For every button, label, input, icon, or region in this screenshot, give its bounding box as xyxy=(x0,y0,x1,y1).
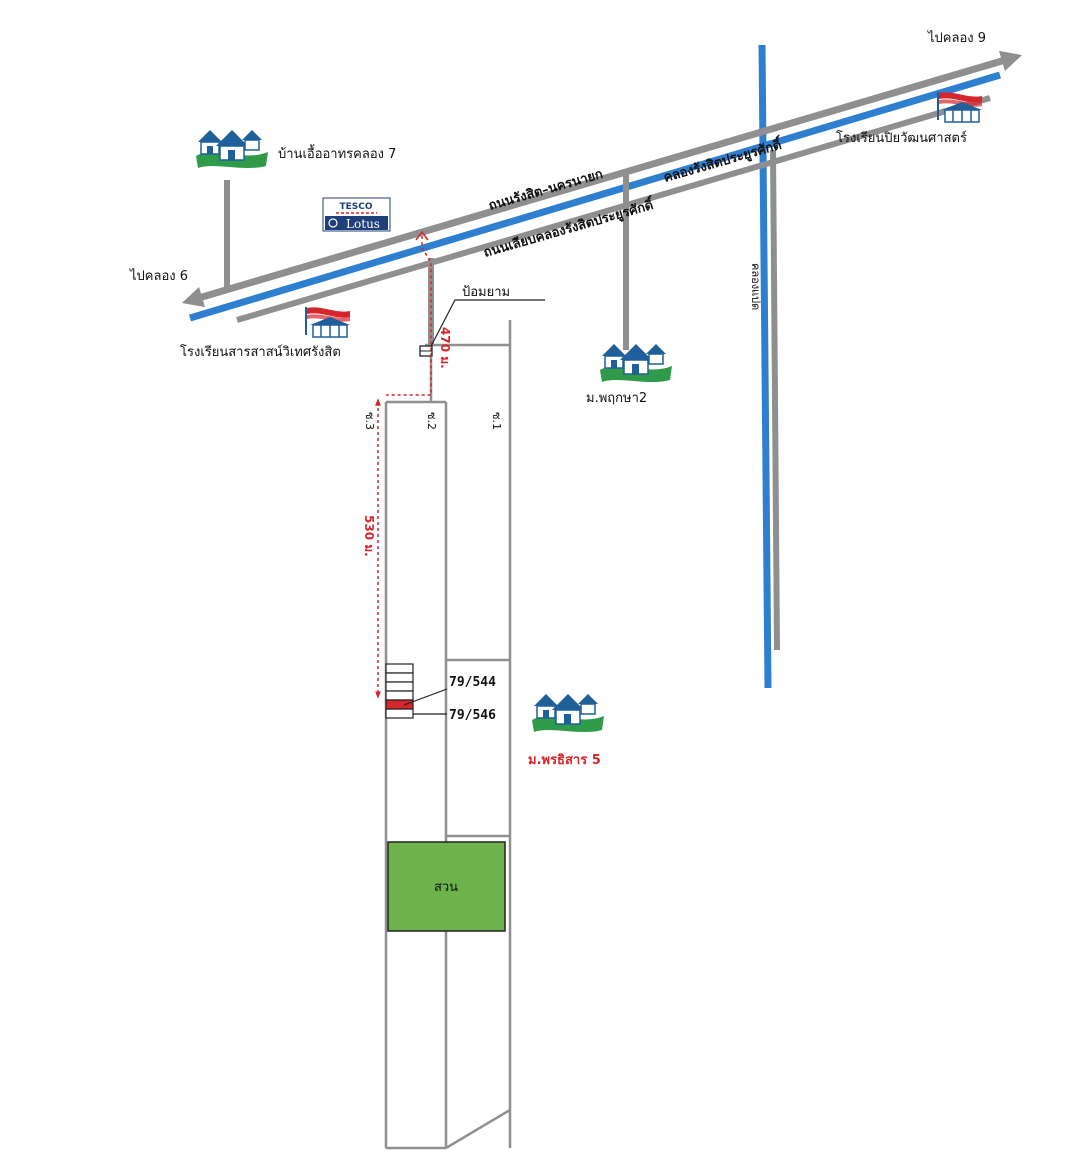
village-icon-ban-eua xyxy=(195,129,269,169)
tesco-lotus-logo: TESCO Lotus xyxy=(322,197,391,232)
label-village-porasiri: ม.พรธิสาร 5 xyxy=(528,753,601,768)
rangsit-canal xyxy=(188,71,1002,322)
village-icon-pruksa xyxy=(599,343,673,383)
label-to-khlong-6: ไปคลอง 6 xyxy=(129,268,188,284)
svg-text:Lotus: Lotus xyxy=(346,217,380,231)
garden-area xyxy=(387,841,506,932)
label-main-road: ถนนรังสิต–นครนายก xyxy=(487,167,605,214)
label-soi-3: ซ.3 xyxy=(363,412,376,430)
label-distance-530: 530 ม. xyxy=(362,515,376,557)
village-icon-porasiri xyxy=(531,693,605,733)
police-box-pointer xyxy=(427,299,545,353)
school-icon-piya xyxy=(937,91,983,123)
target-lot xyxy=(385,699,414,710)
distance-arrowhead xyxy=(415,230,429,241)
road-along-canal xyxy=(236,95,991,323)
label-school-saras: โรงเรียนสารสาสน์วิเทศรังสิต xyxy=(180,344,341,360)
khlong-8-road xyxy=(770,149,780,651)
house-lots xyxy=(385,663,414,719)
soi-network xyxy=(384,320,512,1150)
label-house-544: 79/544 xyxy=(449,675,496,690)
school-icon-saras xyxy=(305,306,351,338)
label-school-piya: โรงเรียนปิยวัฒนศาสตร์ xyxy=(836,130,967,146)
label-distance-470: 470 ม. xyxy=(438,327,452,369)
label-ban-eua-athorn: บ้านเอื้ออาทรคลอง 7 xyxy=(278,144,396,162)
svg-text:TESCO: TESCO xyxy=(339,202,372,212)
label-soi-1: ซ.1 xyxy=(490,412,503,430)
label-to-khlong-9: ไปคลอง 9 xyxy=(927,30,986,46)
label-soi-2: ซ.2 xyxy=(425,412,438,430)
label-khlong-8: คลองแปด xyxy=(749,263,762,310)
police-box-icon xyxy=(419,345,433,357)
label-police-box: ป้อมยาม xyxy=(462,285,510,300)
main-road xyxy=(181,50,1023,308)
label-garden: สวน xyxy=(434,880,458,895)
distance-470-line xyxy=(386,236,432,396)
label-house-546: 79/546 xyxy=(449,708,496,723)
label-village-pruksa: ม.พฤกษา2 xyxy=(586,391,647,406)
pointer-544 xyxy=(403,688,448,706)
